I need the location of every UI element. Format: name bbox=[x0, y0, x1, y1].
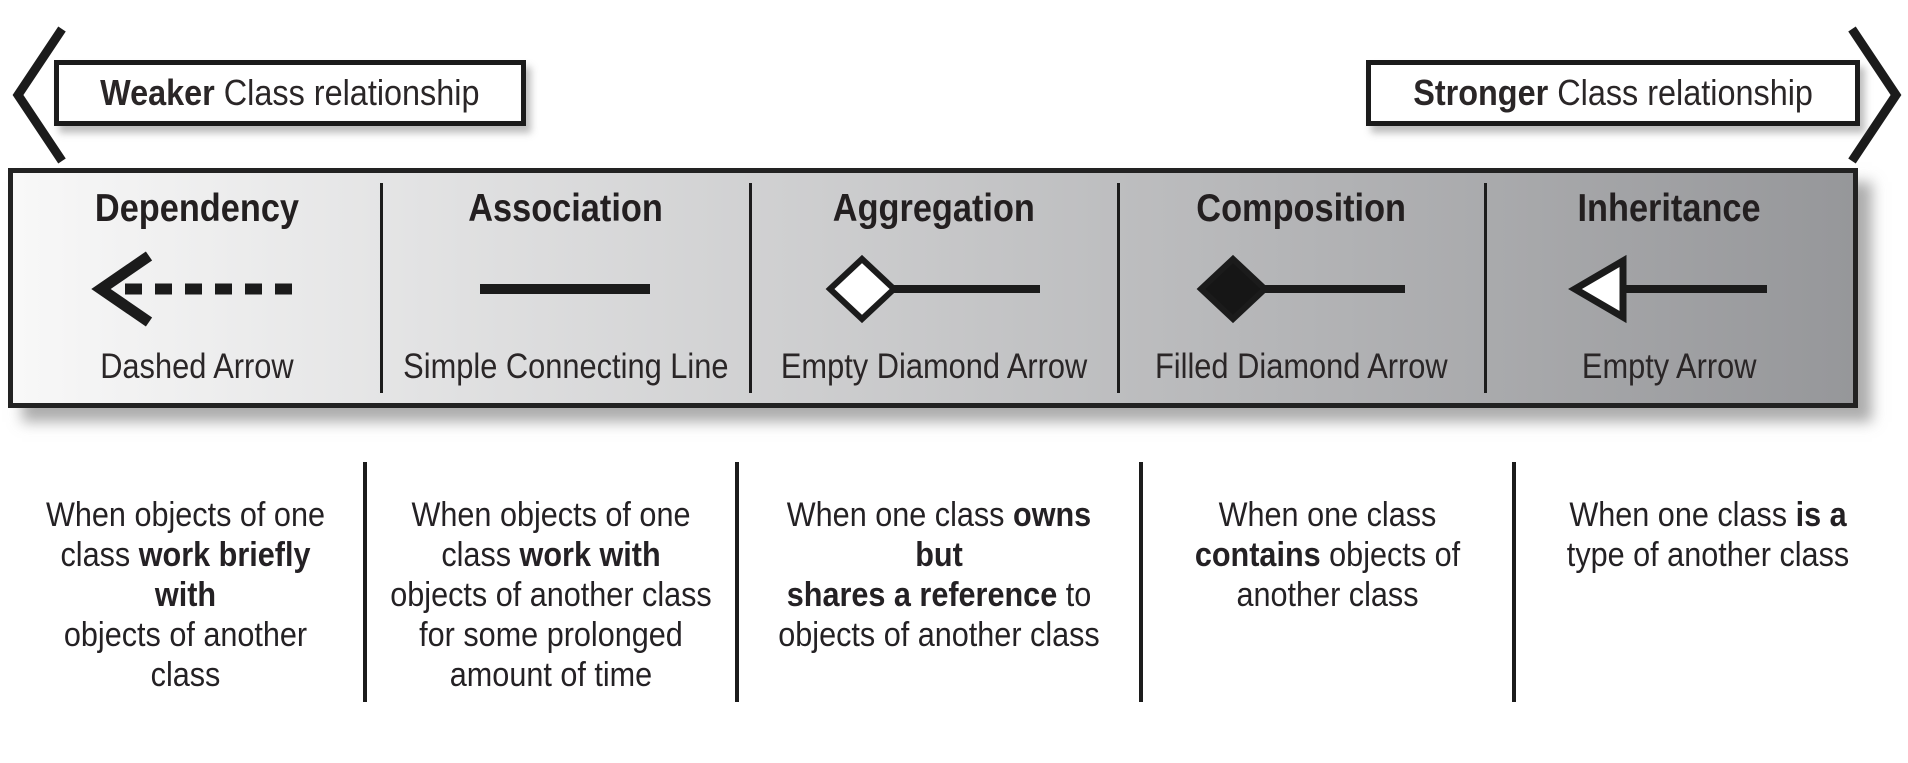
description-divider bbox=[735, 462, 739, 702]
filled-diamond-symbol bbox=[1196, 254, 1405, 324]
bar-column-aggregation: Aggregation Empty Diamond Arrow bbox=[749, 173, 1118, 403]
column-symbol-label: Dashed Arrow bbox=[100, 347, 294, 386]
left-arrowhead-icon bbox=[12, 26, 66, 164]
column-title: Inheritance bbox=[1577, 187, 1761, 230]
description-divider bbox=[363, 462, 367, 702]
column-symbol-label: Simple Connecting Line bbox=[402, 347, 729, 386]
bar-column-composition: Composition Filled Diamond Arrow bbox=[1116, 173, 1486, 403]
bar-divider bbox=[1116, 183, 1120, 393]
empty-diamond-symbol bbox=[825, 254, 1041, 324]
bar-divider bbox=[749, 183, 753, 393]
column-title: Aggregation bbox=[832, 187, 1036, 230]
description-divider bbox=[1512, 462, 1516, 702]
bar-divider bbox=[379, 183, 383, 393]
bar-column-association: Association Simple Connecting Line bbox=[379, 173, 751, 403]
column-symbol-label: Empty Diamond Arrow bbox=[780, 347, 1088, 386]
empty-triangle-arrow-symbol bbox=[1568, 254, 1768, 324]
dashed-arrow-symbol bbox=[91, 251, 297, 327]
bar-column-inheritance: Inheritance Empty Arrow bbox=[1484, 173, 1853, 403]
description-divider bbox=[1139, 462, 1143, 702]
column-title: Dependency bbox=[94, 187, 299, 230]
stronger-banner-box: Stronger Class relationship bbox=[1365, 60, 1860, 126]
column-symbol-label: Empty Arrow bbox=[1581, 347, 1757, 386]
stronger-banner-label: Stronger Class relationship bbox=[1413, 72, 1813, 113]
relationship-strength-bar: Dependency Dashed Arrow Association Simp… bbox=[8, 168, 1858, 408]
plain-line-symbol bbox=[480, 284, 651, 294]
column-title: Association bbox=[468, 187, 663, 230]
column-title: Composition bbox=[1196, 187, 1407, 230]
weaker-banner-label: Weaker Class relationship bbox=[100, 72, 480, 113]
right-arrowhead-icon bbox=[1848, 26, 1902, 164]
bar-divider bbox=[1484, 183, 1488, 393]
weaker-banner-box: Weaker Class relationship bbox=[54, 60, 526, 126]
bar-column-dependency: Dependency Dashed Arrow bbox=[13, 173, 381, 403]
column-symbol-label: Filled Diamond Arrow bbox=[1155, 347, 1448, 386]
